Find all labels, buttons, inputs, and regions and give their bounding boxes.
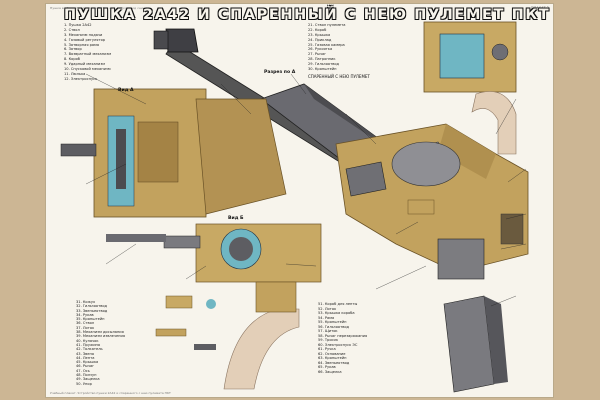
legend-item: 62. Основание bbox=[318, 351, 346, 356]
coaxial-caption: СПАРЕННЫЙ С НЕЮ ПУЛЕМЕТ bbox=[308, 74, 370, 79]
legend-item: 24. Приклад bbox=[308, 37, 332, 42]
legend-item: 64. Звеньеотвод bbox=[318, 360, 350, 365]
legend-item: 55. Кронштейн bbox=[318, 320, 347, 324]
legend-item: 7. Возвратный механизм bbox=[64, 52, 112, 57]
section-tag-cut-a: Разрез по А bbox=[264, 70, 296, 75]
legend-item: 56. Гильзоотвод bbox=[318, 324, 350, 329]
coaxial-feed-detail bbox=[423, 21, 517, 155]
legend-item: 32. Гильзоотвод bbox=[76, 304, 108, 309]
poster-corner-tag: ПЛАКАТ 2 bbox=[530, 6, 549, 10]
legend-item: 23. Крышка bbox=[308, 32, 331, 37]
feed-mechanism-view bbox=[106, 223, 322, 283]
legend-item: 53. Крышка короба bbox=[318, 311, 355, 315]
ammunition-chute bbox=[223, 281, 300, 390]
legend-item: 61. Ручка bbox=[318, 347, 336, 351]
legend-item: 6. Затвор bbox=[64, 47, 82, 52]
poster-footer-note: Учебный плакат. Устройство пушки 2А42 и … bbox=[50, 390, 171, 395]
legend-item: 11. Люлька bbox=[64, 71, 86, 76]
legend-lower-left: 31. Кожух 32. Гильзоотвод 33. Звеньеотво… bbox=[76, 300, 125, 386]
legend-item: 41. Пружина bbox=[76, 342, 101, 347]
poster: Пушка в сборе с пулеметом ПКТ — вид свер… bbox=[45, 3, 554, 398]
legend-item: 65. Рукав bbox=[318, 365, 336, 369]
legend-item: 59. Тросик bbox=[318, 338, 339, 342]
legend-item: 26. Рукоятка bbox=[308, 47, 333, 52]
legend-item: 31. Кожух bbox=[76, 300, 96, 304]
legend-upper-left: 1. Пушка 2А42 2. Ствол 3. Механизм подач… bbox=[64, 23, 111, 82]
legend-item: 48. Ползун bbox=[76, 373, 97, 378]
legend-lower-right: 51. Короб для ленты 52. Лоток 53. Крышка… bbox=[318, 302, 367, 374]
weapon-illustration bbox=[60, 21, 529, 393]
legend-item: 5. Затворная рама bbox=[64, 42, 100, 47]
legend-item: 42. Толкатель bbox=[76, 347, 103, 352]
legend-item: 40. Кулачок bbox=[76, 338, 99, 343]
legend-item: 39. Механизм извлечения bbox=[76, 334, 126, 339]
legend-item: 51. Короб для ленты bbox=[318, 302, 358, 306]
poster-top-note: Пушка в сборе с пулеметом ПКТ — вид свер… bbox=[50, 6, 147, 10]
legend-item: 34. Рукав bbox=[76, 312, 94, 317]
legend-item: 4. Газовый регулятор bbox=[64, 37, 106, 42]
cannon-breech-assembly bbox=[60, 88, 287, 218]
legend-item: 3. Механизм подачи bbox=[64, 32, 103, 37]
legend-item: 36. Ствол bbox=[76, 321, 95, 326]
legend-item: 33. Звеньеотвод bbox=[76, 308, 108, 313]
legend-item: 54. Рама bbox=[318, 315, 335, 320]
legend-item: 52. Лоток bbox=[318, 306, 337, 311]
legend-item: 43. Звено bbox=[76, 351, 95, 356]
legend-item: 50. Упор bbox=[76, 381, 92, 386]
legend-item: 63. Кронштейн bbox=[318, 356, 347, 360]
legend-item: 9. Ударный механизм bbox=[64, 62, 105, 67]
legend-item: 2. Ствол bbox=[64, 27, 80, 32]
exploded-parts bbox=[155, 199, 435, 350]
legend-item: 37. Лоток bbox=[76, 325, 95, 330]
gun-mount-assembly bbox=[335, 123, 529, 273]
leader-lines bbox=[85, 73, 527, 307]
legend-item: 10. Спусковой механизм bbox=[64, 67, 111, 72]
legend-item: 8. Короб bbox=[64, 57, 81, 62]
legend-item: 21. Ствол пулемета bbox=[308, 23, 346, 27]
legend-item: 38. Механизм досылания bbox=[76, 330, 124, 335]
legend-item: 22. Короб bbox=[308, 27, 327, 32]
cartridge-box bbox=[437, 238, 508, 393]
poster-title: ПУШКА 2А42 И СПАРЕННЫЙ С НЕЮ ПУЛЕМЕТ ПКТ bbox=[64, 7, 551, 23]
legend-item: 1. Пушка 2А42 bbox=[64, 23, 92, 27]
legend-item: 66. Защелка bbox=[318, 369, 342, 374]
legend-item: 49. Защелка bbox=[76, 377, 100, 382]
legend-item: 25. Газовая камера bbox=[308, 42, 345, 47]
legend-item: 27. Рычаг bbox=[308, 52, 327, 57]
legend-item: 29. Гильзоотвод bbox=[308, 62, 340, 67]
legend-item: 47. Ось bbox=[76, 368, 90, 373]
legend-upper-right: 21. Ствол пулемета 22. Короб 23. Крышка … bbox=[308, 23, 345, 72]
section-tag-view-b: Вид Б bbox=[228, 216, 244, 221]
legend-item: 35. Кронштейн bbox=[76, 317, 105, 322]
legend-item: 58. Рычаг перезаряжания bbox=[318, 333, 368, 338]
legend-item: 12. Электроспуск bbox=[64, 76, 98, 81]
legend-item: 28. Патронник bbox=[308, 57, 336, 62]
legend-item: 44. Лента bbox=[76, 355, 95, 360]
legend-item: 30. Кронштейн bbox=[308, 67, 337, 72]
legend-item: 57. Щиток bbox=[318, 329, 338, 333]
legend-item: 46. Рычаг bbox=[76, 364, 95, 369]
legend-item: 60. Электроспуск ЭС bbox=[318, 342, 358, 347]
section-tag-view-a: Вид А bbox=[118, 88, 134, 93]
legend-item: 45. Крышка bbox=[76, 360, 99, 365]
